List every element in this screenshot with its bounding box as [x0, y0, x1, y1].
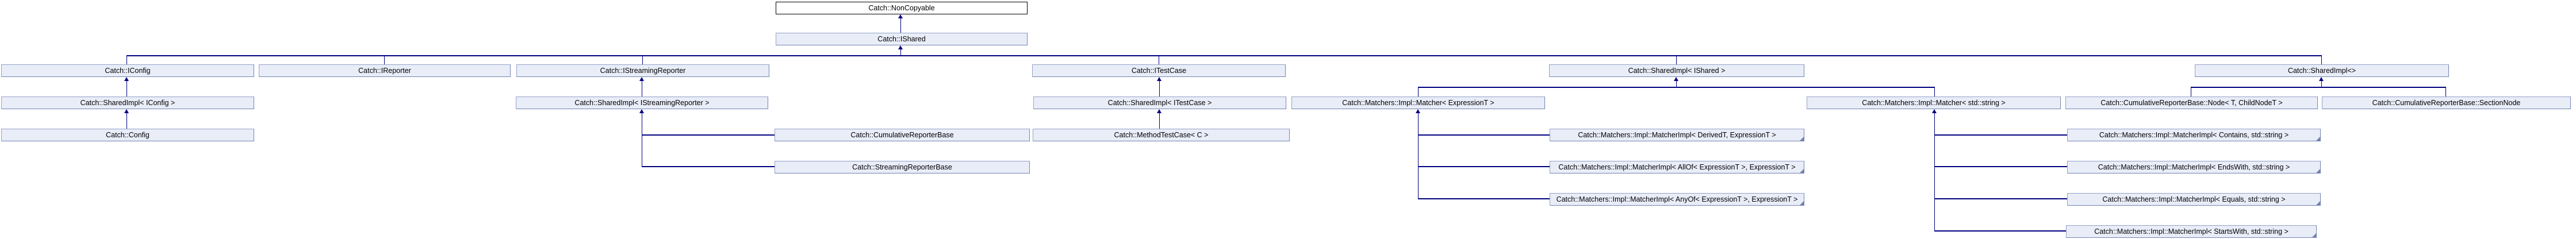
edge-trunk-matcher-expressiont [1418, 113, 1419, 199]
arrow-sharedimpl-iconfig-to-iconfig [124, 77, 129, 81]
edge-stub-ireporter [384, 56, 385, 64]
node-catch-matcherimpl-allof[interactable]: Catch::Matchers::Impl::MatcherImpl< AllO… [1550, 161, 1804, 174]
node-catch-matcherimpl-equals[interactable]: Catch::Matchers::Impl::MatcherImpl< Equa… [2067, 193, 2321, 206]
node-catch-streamingreporterbase[interactable]: Catch::StreamingReporterBase [775, 161, 1030, 174]
edge-stub-ishared [900, 49, 901, 55]
edge-bus-ishared-children [126, 55, 2322, 56]
edge-branch-matcherimpl-derivedt [1418, 134, 1550, 136]
edge-branch-matcherimpl-allof [1418, 166, 1550, 167]
arrow-methodtestcase-to-sharedimpl-itestcase [1157, 109, 1162, 113]
edge-sharedimpl-iconfig-to-iconfig [126, 80, 127, 97]
edge-branch-matcherimpl-startswith [1934, 230, 2066, 232]
edge-stub-sectionnode [2445, 88, 2446, 97]
node-catch-sharedimpl-istreamingreporter[interactable]: Catch::SharedImpl< IStreamingReporter > [516, 97, 768, 109]
node-catch-iconfig[interactable]: Catch::IConfig [1, 64, 254, 77]
edge-stub-up-sharedimpl-open [2321, 80, 2322, 87]
node-catch-config[interactable]: Catch::Config [1, 129, 254, 141]
node-catch-ireporter[interactable]: Catch::IReporter [259, 64, 511, 77]
edge-branch-matcherimpl-equals [1934, 198, 2067, 199]
node-catch-cumulativereporterbase[interactable]: Catch::CumulativeReporterBase [775, 129, 1030, 141]
arrow-matcherimpls-to-matcher-stdstring [1932, 109, 1937, 113]
node-catch-cumulativereporterbase-sectionnode[interactable]: Catch::CumulativeReporterBase::SectionNo… [2322, 97, 2571, 109]
node-catch-matcherimpl-endswith[interactable]: Catch::Matchers::Impl::MatcherImpl< Ends… [2067, 161, 2321, 174]
edge-ishared-to-noncopyable [900, 18, 901, 33]
node-catch-matcher-stdstring[interactable]: Catch::Matchers::Impl::Matcher< std::str… [1807, 97, 2061, 109]
arrow-matchers-to-sharedimpl-ishared [1674, 77, 1678, 81]
node-catch-sharedimpl-ishared[interactable]: Catch::SharedImpl< IShared > [1549, 64, 1804, 77]
edge-stub-iconfig [126, 56, 127, 64]
edge-branch-streamingreporterbase [642, 166, 775, 167]
arrow-reporterbases-to-sharedimpl-istreamingreporter [639, 109, 644, 113]
node-catch-sharedimpl-iconfig[interactable]: Catch::SharedImpl< IConfig > [1, 97, 254, 109]
node-catch-matcherimpl-startswith[interactable]: Catch::Matchers::Impl::MatcherImpl< Star… [2066, 225, 2317, 238]
edge-stub-istreamingreporter [642, 56, 643, 64]
node-catch-istreamingreporter[interactable]: Catch::IStreamingReporter [516, 64, 769, 77]
edge-stub-sharedimpl-open [2321, 56, 2322, 64]
arrow-nodes-to-sharedimpl-open [2319, 77, 2324, 81]
edge-bus-sharedimpl-ishared-children [1418, 87, 1935, 88]
edge-branch-matcherimpl-anyof [1418, 198, 1550, 199]
node-catch-matcherimpl-anyof[interactable]: Catch::Matchers::Impl::MatcherImpl< AnyO… [1550, 193, 1804, 206]
node-catch-matcher-expressiont[interactable]: Catch::Matchers::Impl::Matcher< Expressi… [1291, 97, 1545, 109]
node-catch-sharedimpl-open[interactable]: Catch::SharedImpl<> [2195, 64, 2449, 77]
node-catch-sharedimpl-itestcase[interactable]: Catch::SharedImpl< ITestCase > [1033, 97, 1286, 109]
edge-stub-sharedimpl-ishared [1676, 56, 1677, 64]
edge-stub-matcher-stdstring [1934, 88, 1935, 97]
arrow-config-to-sharedimpl-iconfig [124, 109, 129, 113]
edge-stub-up-sharedimpl-ishared [1676, 80, 1677, 87]
arrow-sharedimpl-itestcase-to-itestcase [1157, 77, 1162, 81]
edge-bus-sharedimpl-open-children [2191, 87, 2446, 88]
node-catch-cumulativereporterbase-node[interactable]: Catch::CumulativeReporterBase::Node< T, … [2065, 97, 2318, 109]
edge-trunk-matcher-stdstring [1934, 113, 1935, 232]
arrow-sharedimpl-istreamingreporter-to-istreamingreporter [639, 77, 644, 81]
node-catch-matcherimpl-contains[interactable]: Catch::Matchers::Impl::MatcherImpl< Cont… [2067, 129, 2321, 141]
edge-sharedimpl-itestcase-to-itestcase [1159, 80, 1160, 97]
edge-branch-matcherimpl-endswith [1934, 166, 2067, 167]
node-catch-matcherimpl-derivedt[interactable]: Catch::Matchers::Impl::MatcherImpl< Deri… [1550, 129, 1804, 141]
node-catch-itestcase[interactable]: Catch::ITestCase [1032, 64, 1286, 77]
arrow-children-to-ishared [898, 45, 903, 49]
edge-config-to-sharedimpl-iconfig [126, 113, 127, 129]
edge-branch-cumulativereporterbase [642, 134, 775, 136]
edge-methodtestcase-to-sharedimpl-itestcase [1159, 113, 1160, 129]
edge-branch-matcherimpl-contains [1934, 134, 2067, 136]
node-catch-noncopyable[interactable]: Catch::NonCopyable [776, 2, 1028, 14]
arrow-matcherimpls-to-matcher-expressiont [1416, 109, 1420, 113]
node-catch-methodtestcase[interactable]: Catch::MethodTestCase< C > [1033, 129, 1290, 141]
arrow-ishared-to-noncopyable [898, 14, 903, 18]
edge-stub-matcher-expressiont [1418, 88, 1419, 97]
node-catch-ishared[interactable]: Catch::IShared [776, 33, 1028, 45]
